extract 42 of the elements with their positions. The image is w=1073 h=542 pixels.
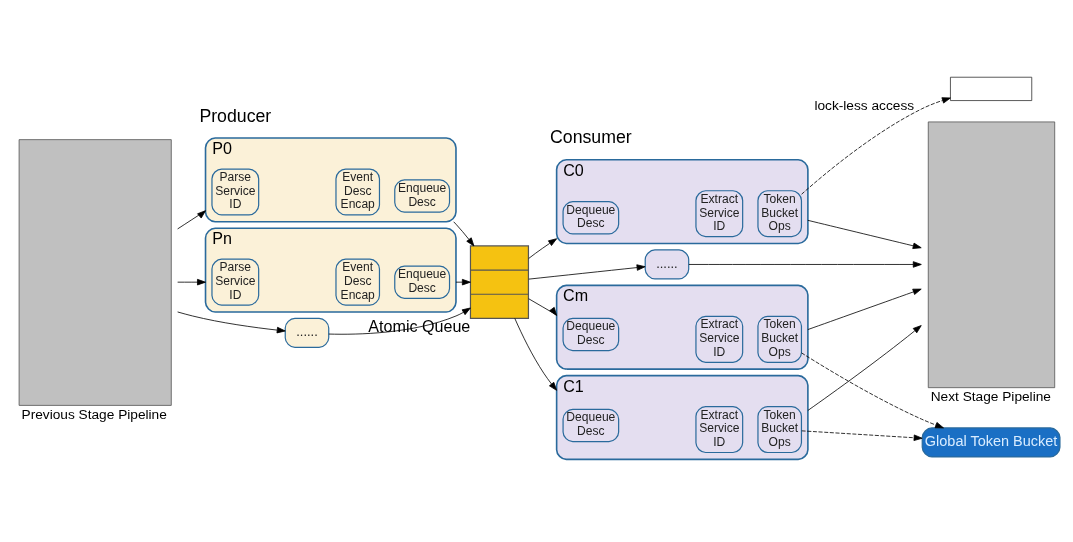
label: Producer (199, 105, 272, 126)
label: Consumer (550, 126, 632, 147)
node-box: Global Token Bucket (921, 426, 1061, 458)
node-label: Atomic Queue (368, 316, 471, 335)
arrow (801, 429, 923, 441)
node-box (950, 76, 1033, 101)
edge-label: lock-less access (814, 97, 915, 113)
node-box: Parse Service ID (211, 258, 260, 306)
node-box: Extract Service ID (695, 315, 744, 363)
arrow (688, 260, 922, 268)
node-box: Dequeue Desc (562, 408, 620, 442)
node-box: Event Desc Encap (335, 167, 381, 216)
node-box: Enqueue Desc (394, 264, 451, 299)
arrow (177, 209, 206, 229)
arrow (807, 219, 922, 249)
node-box: Parse Service ID (211, 167, 260, 216)
node-box: Event Desc Encap (335, 258, 381, 306)
arrow (453, 220, 475, 246)
node-box: Token Bucket Ops (757, 405, 803, 453)
node-box: Dequeue Desc (562, 317, 620, 351)
node-label: Next Stage Pipeline (930, 388, 1051, 404)
node-box: Dequeue Desc (562, 200, 620, 234)
node-box: Token Bucket Ops (757, 189, 803, 237)
arrow (528, 263, 646, 280)
node-box: ...... (644, 248, 690, 280)
node-label: Previous Stage Pipeline (21, 406, 167, 422)
arrow (801, 96, 951, 195)
node-box: Token Bucket Ops (757, 315, 803, 363)
arrow (801, 352, 944, 428)
arrow (807, 324, 922, 411)
arrow (528, 237, 558, 259)
node-box: Extract Service ID (695, 189, 744, 237)
arrow (328, 307, 471, 335)
arrow (177, 278, 206, 285)
arrow (455, 278, 471, 285)
node-box: Extract Service ID (695, 405, 744, 453)
arrow (177, 311, 286, 333)
arrow (807, 288, 922, 330)
arrow (528, 297, 558, 316)
node-box: Enqueue Desc (394, 178, 451, 213)
node-box: ...... (284, 317, 330, 348)
arrow (514, 317, 558, 391)
